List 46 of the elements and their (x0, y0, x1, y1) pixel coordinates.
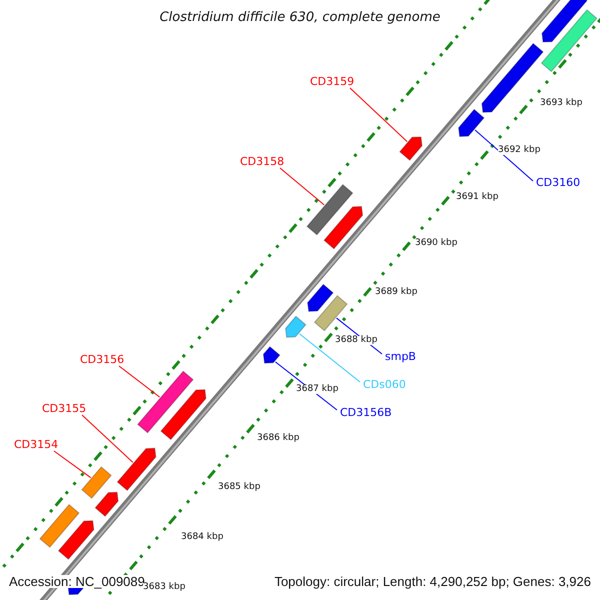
gene-bar (262, 346, 280, 364)
gene-label: CDs060 (363, 379, 406, 390)
tick-label: 3683 kbp (143, 582, 186, 592)
genome-stats-text: Topology: circular; Length: 4,290,252 bp; Genes: 3,926 (274, 574, 591, 588)
leader-line (280, 168, 325, 206)
leader-line (350, 88, 408, 142)
tick-label: 3687 kbp (296, 384, 338, 394)
gene-bar (81, 466, 112, 499)
gene-label: CD3158 (240, 156, 284, 167)
tick-label: 3688 kbp (335, 336, 378, 344)
gene-label: CD3155 (42, 403, 86, 414)
gene-label: CD3159 (310, 76, 354, 87)
gene-bar (94, 492, 119, 517)
gene-bar (116, 448, 156, 492)
gene-label: CD3160 (536, 177, 580, 188)
gene-label: CD3156B (340, 407, 392, 418)
tick-label: 3691 kbp (456, 192, 498, 202)
tick-label: 3684 kbp (181, 532, 224, 542)
gene-bar (314, 295, 348, 332)
gene-bar (285, 316, 306, 338)
gene-bar (541, 0, 588, 43)
gene-bar (160, 389, 206, 440)
tick-label: 3690 kbp (415, 238, 458, 248)
gene-bar (137, 370, 194, 434)
gene-bar (58, 520, 94, 560)
leader-line (54, 450, 92, 478)
gene-bar (306, 184, 354, 236)
gene-bar (458, 108, 485, 138)
leader-line (82, 414, 134, 463)
diagram-title: Clostridium difficile 630, complete genome (158, 11, 442, 24)
gene-bar (540, 9, 598, 72)
leader-line (474, 129, 534, 182)
tick-label: 3693 kbp (540, 98, 582, 108)
leader-line (298, 333, 360, 382)
gene-label: CD3154 (14, 439, 58, 450)
gene-label: smpB (385, 351, 416, 362)
tick-label: 3686 kbp (257, 434, 300, 442)
tick-label: 3685 kbp (218, 482, 260, 492)
gene-bar (323, 206, 364, 250)
leader-line (118, 366, 160, 398)
gene-bar (39, 504, 80, 548)
tick-label: 3692 kbp (498, 146, 540, 154)
tick-label: 3689 kbp (375, 288, 418, 296)
gene-bar (399, 136, 423, 161)
gene-label: CD3156 (80, 354, 124, 365)
gene-bar (307, 284, 334, 312)
